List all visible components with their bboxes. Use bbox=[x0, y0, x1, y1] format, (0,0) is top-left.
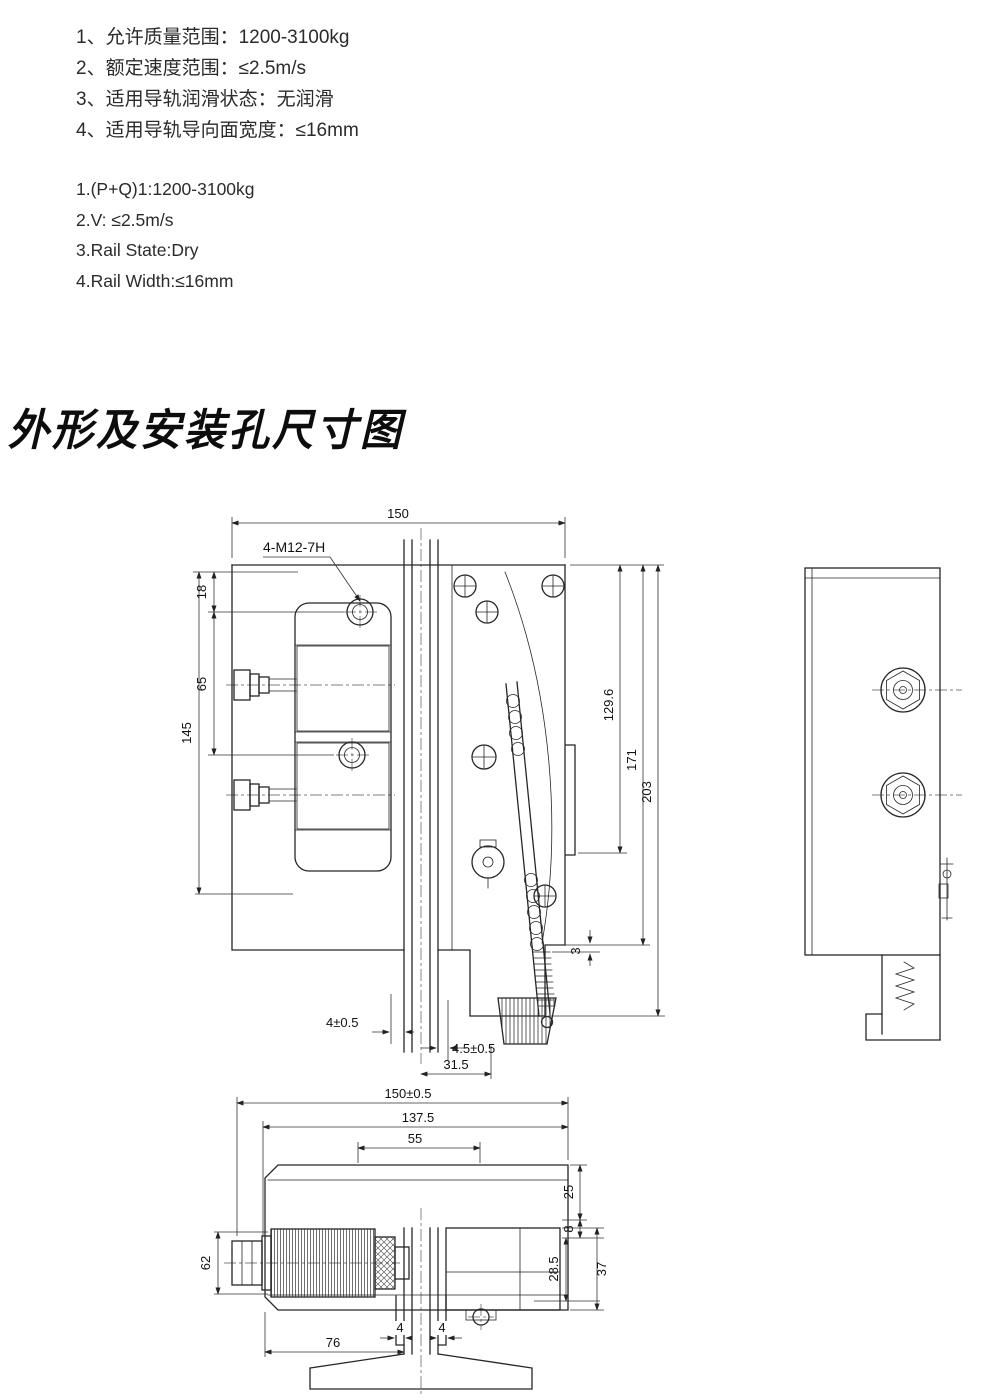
side-object-lines bbox=[804, 567, 954, 1041]
spec-cn-line-2: 2、额定速度范围：≤2.5m/s bbox=[76, 58, 307, 79]
dim-bottom-150: 150±0.5 bbox=[385, 1086, 432, 1101]
dim-bottom-55: 55 bbox=[408, 1131, 422, 1146]
front-centerlines bbox=[226, 528, 422, 1064]
spec-cn-line-3: 3、适用导轨润滑状态：无润滑 bbox=[76, 89, 334, 110]
bottom-object-lines bbox=[231, 1164, 569, 1390]
spec-list-english: 1.(P+Q)1:1200-3100kg 2.V: ≤2.5m/s 3.Rail… bbox=[76, 174, 255, 296]
front-view: 150 4-M12-7H 18 65 145 129.6 171 203 3 4… bbox=[179, 506, 665, 1079]
dim-front-3: 3 bbox=[568, 947, 583, 954]
spec-cn-line-4: 4、适用导轨导向面宽度：≤16mm bbox=[76, 120, 359, 141]
dim-bottom-62: 62 bbox=[198, 1256, 213, 1270]
dim-front-31-5: 31.5 bbox=[443, 1057, 468, 1072]
dim-front-18: 18 bbox=[194, 585, 209, 599]
front-dimensions bbox=[193, 517, 665, 1079]
dim-front-4: 4±0.5 bbox=[326, 1015, 358, 1030]
dim-bottom-4-right: 4 bbox=[438, 1320, 445, 1335]
side-view bbox=[804, 567, 962, 1041]
front-object-lines bbox=[231, 539, 576, 1053]
dim-front-145: 145 bbox=[179, 722, 194, 744]
spec-list-chinese: 1、允许质量范围：1200-3100kg 2、额定速度范围：≤2.5m/s 3、… bbox=[76, 22, 359, 146]
side-centerlines bbox=[872, 689, 962, 796]
section-title: 外形及安装孔尺寸图 bbox=[8, 404, 404, 456]
bottom-dimensions bbox=[214, 1097, 604, 1357]
bottom-dimension-labels: 150±0.5 137.5 55 62 25 8 28.5 37 76 4 4 bbox=[198, 1086, 609, 1350]
spec-en-line-2: 2.V: ≤2.5m/s bbox=[76, 209, 174, 230]
dim-bottom-76: 76 bbox=[326, 1335, 340, 1350]
dim-bottom-4-left: 4 bbox=[396, 1320, 403, 1335]
dim-front-65: 65 bbox=[194, 677, 209, 691]
dim-front-129-6: 129.6 bbox=[601, 689, 616, 722]
spec-cn-line-1: 1、允许质量范围：1200-3100kg bbox=[76, 27, 350, 48]
dim-bottom-25: 25 bbox=[561, 1185, 576, 1199]
bolt-spec-label: 4-M12-7H bbox=[263, 539, 325, 555]
dim-front-width: 150 bbox=[387, 506, 409, 521]
label-backing bbox=[435, 1321, 449, 1335]
dim-front-203: 203 bbox=[639, 781, 654, 803]
spec-en-line-1: 1.(P+Q)1:1200-3100kg bbox=[76, 179, 255, 199]
dim-bottom-8: 8 bbox=[561, 1225, 576, 1232]
dim-front-4-5: 4.5±0.5 bbox=[452, 1041, 495, 1056]
spec-en-line-3: 3.Rail State:Dry bbox=[76, 240, 199, 260]
spec-en-line-4: 4.Rail Width:≤16mm bbox=[76, 270, 234, 291]
dim-bottom-28-5: 28.5 bbox=[546, 1256, 561, 1281]
dim-bottom-37: 37 bbox=[594, 1262, 609, 1276]
bottom-view: 150±0.5 137.5 55 62 25 8 28.5 37 76 4 4 bbox=[198, 1086, 609, 1396]
dim-bottom-137-5: 137.5 bbox=[402, 1110, 435, 1125]
label-backing bbox=[393, 1321, 407, 1335]
dim-front-171: 171 bbox=[624, 749, 639, 771]
front-dimension-labels: 150 4-M12-7H 18 65 145 129.6 171 203 3 4… bbox=[179, 506, 654, 1072]
